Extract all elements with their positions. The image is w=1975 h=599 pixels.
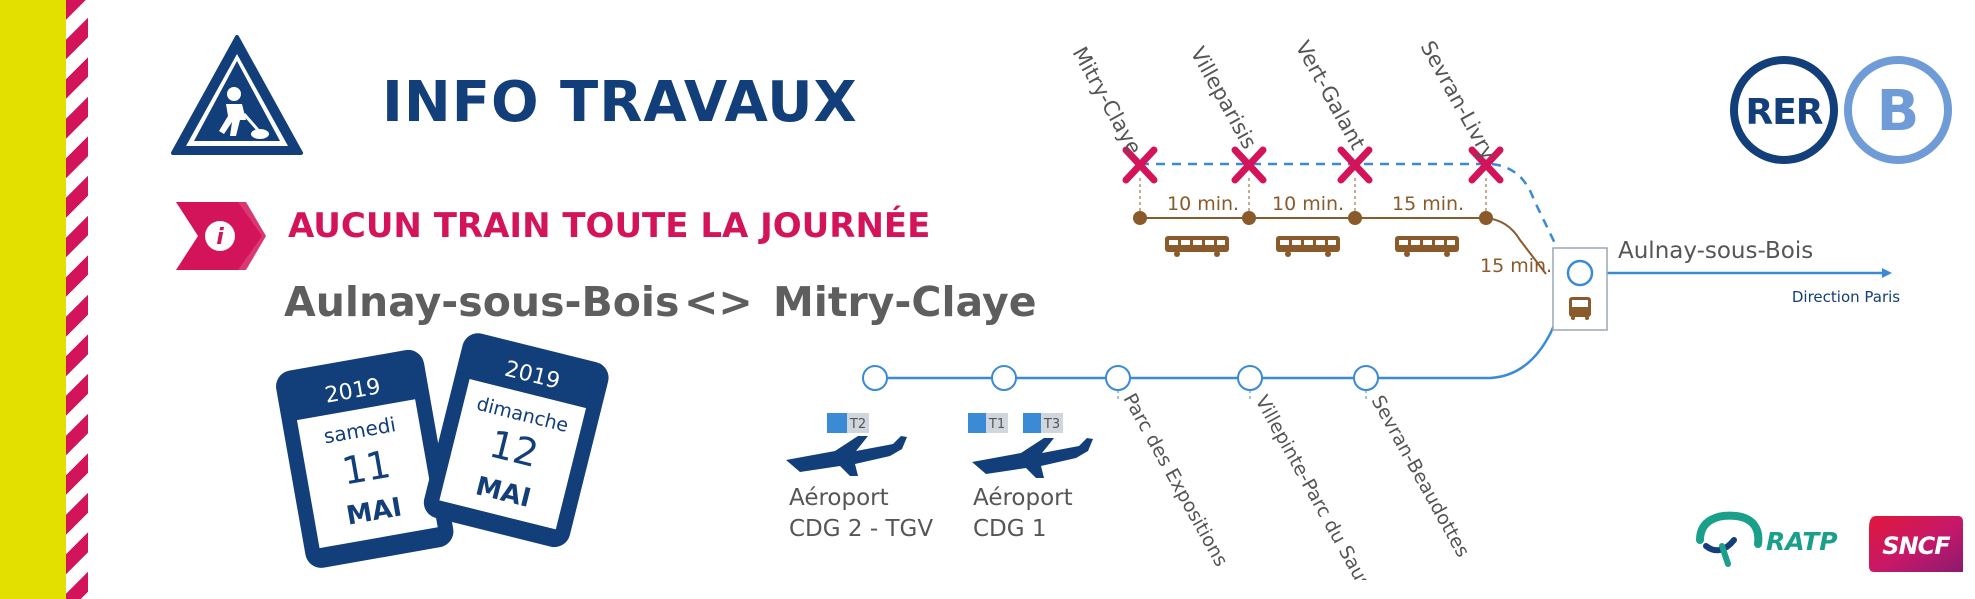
airport-label-line1: Aéroport	[789, 485, 889, 511]
station-dot	[862, 365, 888, 391]
svg-text:i: i	[216, 225, 224, 250]
line-map: Mitry-Claye Villeparisis Vert-Galant Sev…	[786, 37, 1900, 580]
route-separator: <>	[684, 278, 753, 326]
station-dot	[1353, 365, 1379, 391]
closed-station-label: Villeparisis	[1186, 43, 1262, 153]
open-station-label: Villepinte-Parc du Sausset	[1251, 392, 1390, 580]
station-dot	[1105, 365, 1131, 391]
bus-stop-dot	[1348, 211, 1362, 225]
closed-station-x-icon	[1337, 146, 1373, 184]
bus-stop-dot	[1133, 211, 1147, 225]
terminal-badge-icon	[827, 413, 847, 433]
ratp-logo-text: RATP	[1766, 527, 1838, 556]
page-title: INFO TRAVAUX	[382, 70, 858, 135]
closed-station-label: Mitry-Claye	[1068, 43, 1147, 159]
bus-time-label: 10 min.	[1167, 193, 1239, 215]
hatched-border-stripe	[66, 0, 88, 599]
info-arrow-icon: i	[176, 202, 266, 270]
bus-icon	[1569, 297, 1591, 320]
airplane-icon	[972, 438, 1093, 478]
yellow-border-stripe	[0, 0, 66, 599]
terminal-badge-icon	[968, 413, 986, 433]
rer-logo-text: RER	[1745, 92, 1822, 133]
bus-stop-dot	[1242, 211, 1256, 225]
airport-label-line2: CDG 2 - TGV	[789, 516, 933, 542]
line-b-logo-text: B	[1877, 79, 1920, 144]
direction-label: Direction Paris	[1792, 288, 1900, 306]
terminal-label: T3	[1043, 417, 1060, 432]
closed-station-label: Vert-Galant	[1291, 37, 1370, 154]
calendar-sunday: 2019 dimanche 12 MAI	[423, 333, 609, 548]
bus-time-label: 10 min.	[1272, 193, 1344, 215]
open-station-label: Sevran-Beaudottes	[1367, 392, 1474, 561]
bus-icon	[1395, 236, 1459, 257]
bus-icon	[1165, 236, 1229, 257]
sncf-logo: SNCF	[1869, 516, 1963, 572]
hub-station-dot	[1566, 259, 1594, 287]
sncf-logo-text: SNCF	[1882, 532, 1951, 560]
airport-label-line2: CDG 1	[973, 516, 1047, 542]
alert-message: AUCUN TRAIN TOUTE LA JOURNÉE	[288, 206, 931, 246]
rer-b-logo: RER B	[1730, 56, 1952, 164]
route-to: Mitry-Claye	[773, 278, 1037, 326]
terminal-label: T2	[849, 417, 866, 432]
station-dot	[1237, 365, 1263, 391]
bus-icon	[1276, 236, 1340, 257]
ratp-logo: RATP	[1696, 511, 1838, 567]
bus-time-label: 15 min.	[1392, 193, 1464, 215]
terminal-label: T1	[988, 417, 1005, 432]
station-dot	[991, 365, 1017, 391]
airport-label-line1: Aéroport	[973, 485, 1073, 511]
bus-time-label: 15 min.	[1480, 255, 1552, 277]
calendar-saturday: 2019 samedi 11 MAI	[276, 349, 454, 568]
terminal-badge-icon	[1023, 413, 1041, 433]
closed-station-x-icon	[1122, 146, 1158, 184]
closed-station-x-icon	[1468, 146, 1504, 184]
bus-stop-dot	[1479, 211, 1493, 225]
roadwork-sign-icon	[171, 35, 303, 155]
route-from: Aulnay-sous-Bois	[284, 278, 680, 326]
closed-station-x-icon	[1231, 146, 1267, 184]
closed-station-label: Sevran-Livry	[1416, 37, 1501, 164]
calendar-day: 11	[339, 442, 394, 494]
open-station-label: Parc des Expositions	[1119, 390, 1232, 571]
airplane-icon	[786, 436, 907, 476]
hub-station-label: Aulnay-sous-Bois	[1618, 238, 1813, 264]
open-line-section	[870, 277, 1576, 380]
